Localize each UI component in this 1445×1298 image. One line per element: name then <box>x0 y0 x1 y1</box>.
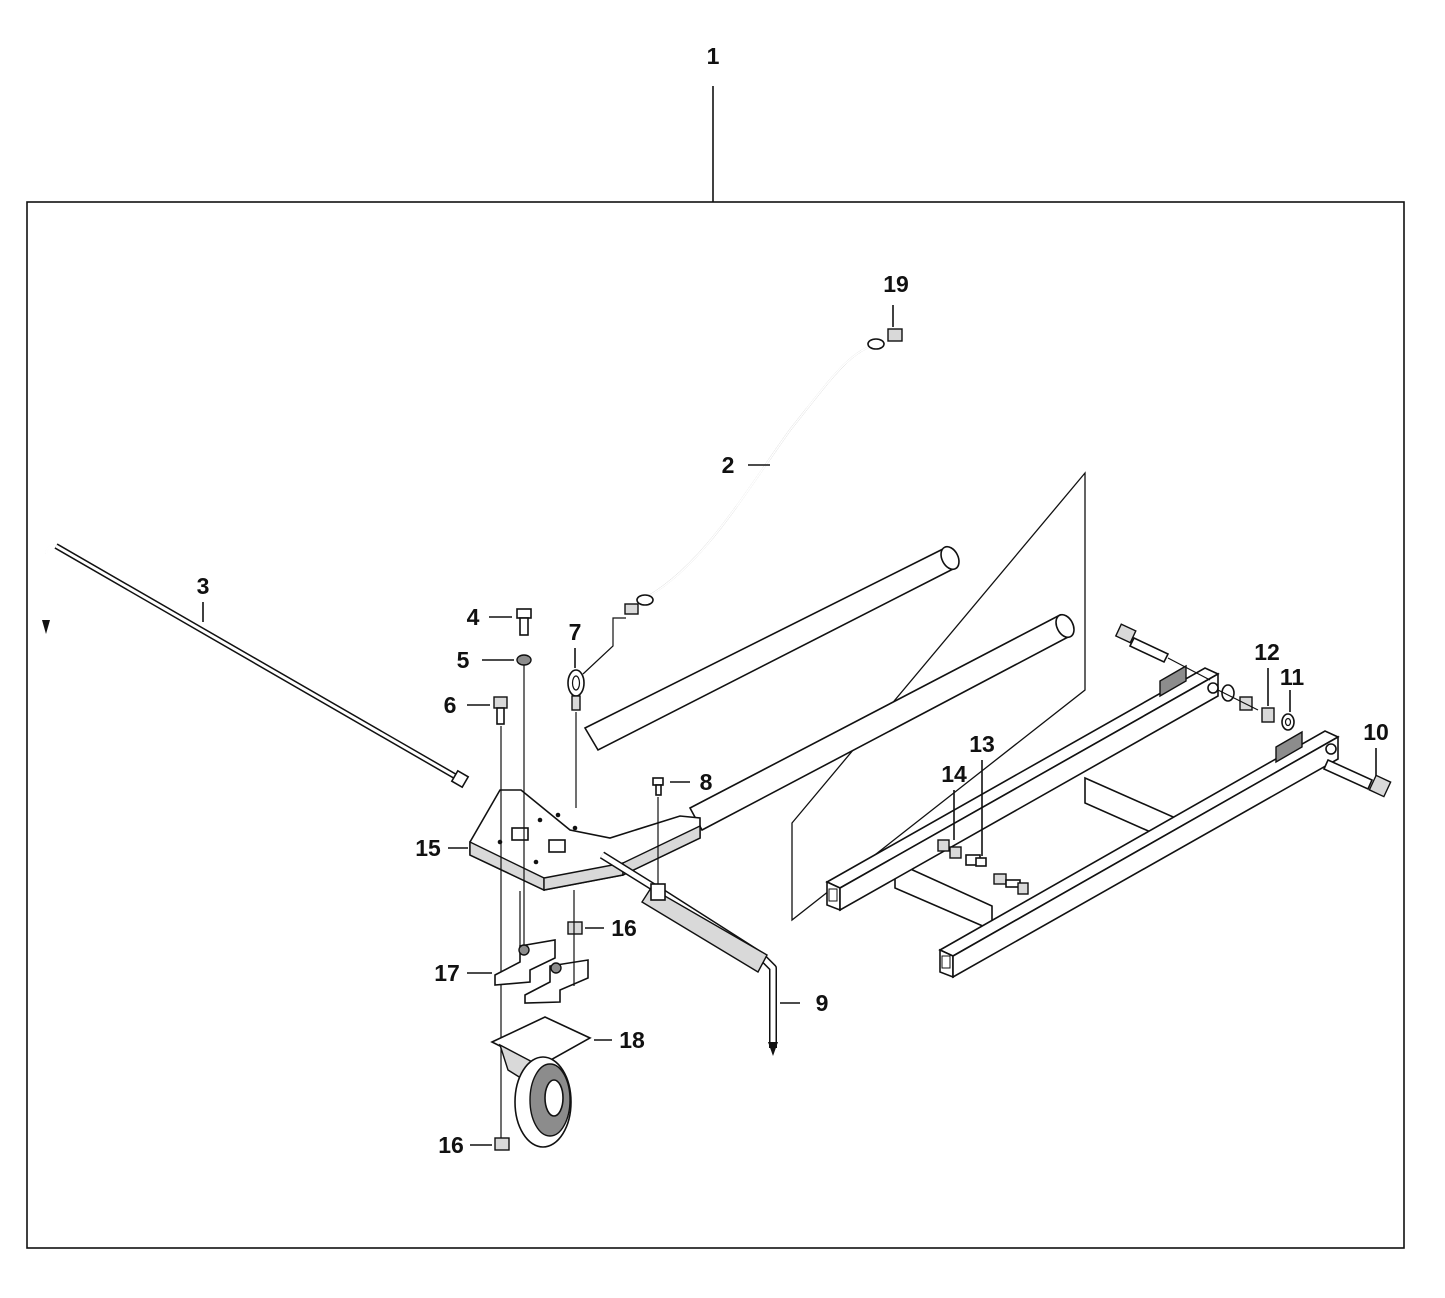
callout-11: 11 <box>1280 664 1305 690</box>
callout-1: 1 <box>707 43 720 69</box>
crossbar-fasteners <box>993 873 1029 895</box>
assembly-frame <box>26 201 1405 1249</box>
part-2-cable <box>624 338 885 615</box>
callout-15: 15 <box>415 835 441 861</box>
callout-12: 12 <box>1254 639 1280 665</box>
part-11-washer <box>1281 713 1295 731</box>
part-5-nut <box>516 654 532 666</box>
callout-10: 10 <box>1363 719 1389 745</box>
part-6-bolt <box>493 696 508 725</box>
part-9-handle <box>599 851 778 1056</box>
part-10-long-bolt <box>1322 758 1392 798</box>
callout-19: 19 <box>883 271 909 297</box>
callout-3: 3 <box>197 573 210 599</box>
callout-5: 5 <box>457 647 470 673</box>
ladder-frame <box>825 664 1340 979</box>
part-14-nut <box>937 839 962 859</box>
part-18-caster <box>490 1016 592 1148</box>
part-3-left-rod <box>42 543 470 789</box>
callout-14: 14 <box>941 761 967 787</box>
part-16-nut-lower <box>494 1137 510 1151</box>
callout-16-lower: 16 <box>438 1132 464 1158</box>
callout-6: 6 <box>444 692 457 718</box>
callout-16-upper: 16 <box>611 915 637 941</box>
rear-rail-fasteners <box>1217 684 1259 711</box>
callout-18: 18 <box>619 1027 645 1053</box>
part-12-nut <box>1261 707 1275 723</box>
callout-8: 8 <box>700 769 713 795</box>
part-8-screw <box>652 777 664 796</box>
callout-17: 17 <box>434 960 460 986</box>
part-13-bolt <box>965 854 987 867</box>
part-15-base-plate <box>469 789 701 892</box>
part-17-brackets <box>494 890 589 1004</box>
callout-13: 13 <box>969 731 995 757</box>
callout-9: 9 <box>816 990 829 1016</box>
upper-tube <box>583 545 960 752</box>
callout-4: 4 <box>467 604 480 630</box>
part-16-nut-upper <box>567 921 583 935</box>
callout-7: 7 <box>569 619 582 645</box>
part-7-eye-bolt <box>567 617 626 711</box>
part-19-end-cap <box>887 305 903 342</box>
part-4-bolt <box>516 608 532 636</box>
long-bolt-rear <box>1114 623 1211 681</box>
callout-2: 2 <box>722 452 735 478</box>
